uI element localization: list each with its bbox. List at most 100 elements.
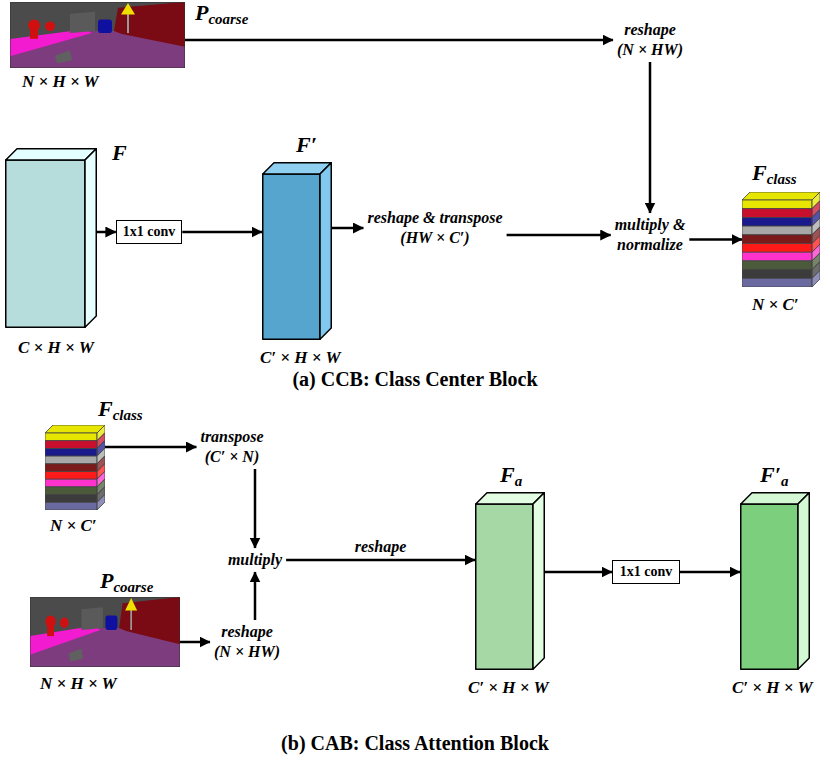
arrow-connector	[180, 641, 210, 644]
front-face	[476, 504, 533, 669]
class-layer	[742, 261, 812, 270]
person-region	[47, 624, 54, 636]
class-center-stack: FclassN × C′	[742, 192, 820, 287]
top-face	[6, 149, 97, 160]
object-region	[55, 51, 72, 64]
text-line: (HW × C′)	[367, 228, 502, 248]
front-face	[263, 174, 320, 339]
person-region	[45, 21, 55, 31]
image-border	[30, 597, 180, 667]
class-layer	[45, 479, 97, 487]
tensor-name: Fa	[500, 462, 522, 491]
feature-map	[740, 492, 810, 670]
dimension-label: C′ × H × W	[260, 348, 341, 368]
subscript: class	[113, 407, 143, 423]
edge-label: reshape	[353, 538, 409, 556]
top-face	[742, 192, 820, 200]
class-layer	[742, 217, 812, 226]
class-layer	[45, 472, 97, 480]
class-layer	[45, 502, 97, 510]
operation-node: multiply & normalize	[611, 213, 690, 257]
operation-node: reshape (N × HW)	[613, 18, 687, 62]
pole-region	[130, 609, 132, 630]
class-layer	[45, 433, 97, 441]
dimension-label: N × C′	[50, 516, 97, 536]
subscript: a	[781, 473, 788, 489]
side-face	[320, 163, 331, 340]
feature-map	[5, 148, 97, 328]
arrow-connector	[97, 231, 116, 234]
segmentation-image: PcoarseN × H × W	[30, 597, 180, 667]
sidewalk-region	[30, 626, 100, 655]
class-layer	[742, 226, 812, 235]
side-face	[798, 493, 809, 670]
text-line: transpose	[200, 427, 263, 447]
feature-map-box: F′C′ × H × W	[262, 162, 332, 340]
person-region	[60, 618, 69, 628]
text-line: normalize	[615, 235, 686, 255]
class-layer	[45, 495, 97, 503]
arrow-connector	[332, 227, 363, 230]
dimension-label: N × C′	[752, 295, 799, 315]
feature-map	[262, 162, 332, 340]
segmentation-map	[10, 2, 185, 68]
subscript: coarse	[113, 579, 153, 595]
dimension-label: C′ × H × W	[732, 678, 813, 698]
class-layer	[45, 456, 97, 464]
operation-node: multiply	[224, 548, 286, 572]
car-region	[105, 616, 117, 630]
arrow-connector	[182, 231, 262, 234]
arrow-connector	[254, 572, 257, 620]
class-layer	[45, 487, 97, 495]
class-center-stack	[45, 425, 105, 510]
class-layer	[742, 209, 812, 218]
class-layer	[742, 252, 812, 261]
operation-node: transpose (C′ × N)	[196, 425, 267, 469]
operation-text: multiply	[228, 550, 282, 570]
operation-text: reshape (N × HW)	[617, 20, 683, 60]
class-layer-side	[812, 270, 820, 287]
arrow-connector	[185, 39, 613, 42]
sign-region	[125, 598, 137, 610]
segmentation-map	[30, 597, 180, 667]
side-face	[533, 493, 544, 670]
arrow-connector	[649, 62, 652, 213]
class-layer	[742, 235, 812, 244]
tensor-name: Pcoarse	[100, 568, 153, 597]
class-layer	[742, 278, 812, 287]
image-border	[10, 2, 185, 68]
conv-label: 1x1 conv	[123, 224, 176, 241]
tensor-name: Fclass	[98, 396, 143, 425]
operation-node: reshape (N × HW)	[210, 620, 284, 664]
operation-text: multiply & normalize	[615, 215, 686, 255]
text-line: multiply &	[615, 215, 686, 235]
subscript: class	[767, 171, 797, 187]
dimension-label: C × H × W	[18, 338, 94, 358]
dimension-label: C′ × H × W	[468, 678, 549, 698]
person-region	[30, 27, 38, 39]
class-layer	[742, 200, 812, 209]
text-line: (C′ × N)	[200, 447, 263, 467]
subscript: a	[515, 473, 522, 489]
vegetation-region	[114, 2, 185, 47]
operation-text: reshape (N × HW)	[214, 622, 280, 662]
panel-caption: (b) CAB: Class Attention Block	[281, 732, 549, 755]
class-layer-side	[97, 494, 105, 510]
feature-map-box: FaC′ × H × W	[475, 492, 545, 670]
front-face	[6, 160, 85, 327]
arrow-connector	[689, 238, 742, 241]
panel-caption: (a) CCB: Class Center Block	[292, 368, 537, 391]
text-line: (N × HW)	[617, 40, 683, 60]
feature-map-box: F′aC′ × H × W	[740, 492, 810, 670]
class-center-stack	[742, 192, 820, 287]
feature-map	[475, 492, 545, 670]
car-region	[98, 19, 112, 33]
class-layer	[742, 244, 812, 253]
operation-text: reshape & transpose (HW × C′)	[367, 208, 502, 248]
top-face	[45, 425, 105, 433]
text-line: reshape	[214, 622, 280, 642]
class-layer	[742, 270, 812, 279]
sign-region	[121, 3, 135, 15]
sidewalk-region	[10, 29, 92, 56]
dimension-label: N × H × W	[40, 674, 117, 694]
